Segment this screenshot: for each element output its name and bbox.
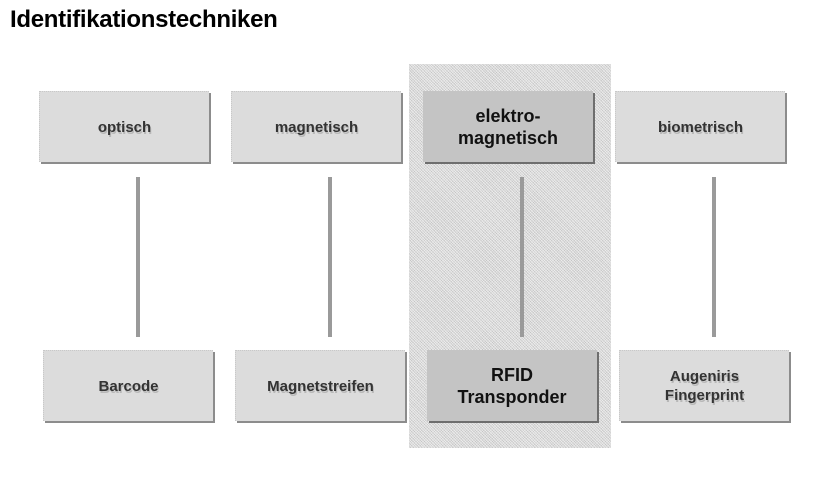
connector-line [712, 177, 716, 337]
category-box-biometrisch: biometrisch [615, 91, 785, 162]
example-label: Augeniris Fingerprint [664, 368, 745, 404]
example-box-magnetstreifen: Magnetstreifen [235, 350, 405, 421]
category-box-magnetisch: magnetisch [231, 91, 401, 162]
example-label: Magnetstreifen [267, 377, 374, 395]
page-title: Identifikationstechniken [10, 6, 278, 33]
category-box-optisch: optisch [39, 91, 209, 162]
category-label: optisch [97, 118, 152, 136]
category-label: biometrisch [657, 118, 744, 136]
connector-line [328, 177, 332, 337]
example-label: RFID Transponder [457, 364, 567, 407]
category-label: elektro- magnetisch [457, 105, 559, 148]
example-box-augeniris-fingerprint: Augeniris Fingerprint [619, 350, 789, 421]
example-box-rfid-transponder: RFID Transponder [427, 350, 597, 421]
example-label: Barcode [98, 377, 159, 395]
category-label: magnetisch [274, 118, 359, 136]
connector-line [520, 177, 524, 337]
connector-line [136, 177, 140, 337]
category-box-elektromagnetisch: elektro- magnetisch [423, 91, 593, 162]
example-box-barcode: Barcode [43, 350, 213, 421]
